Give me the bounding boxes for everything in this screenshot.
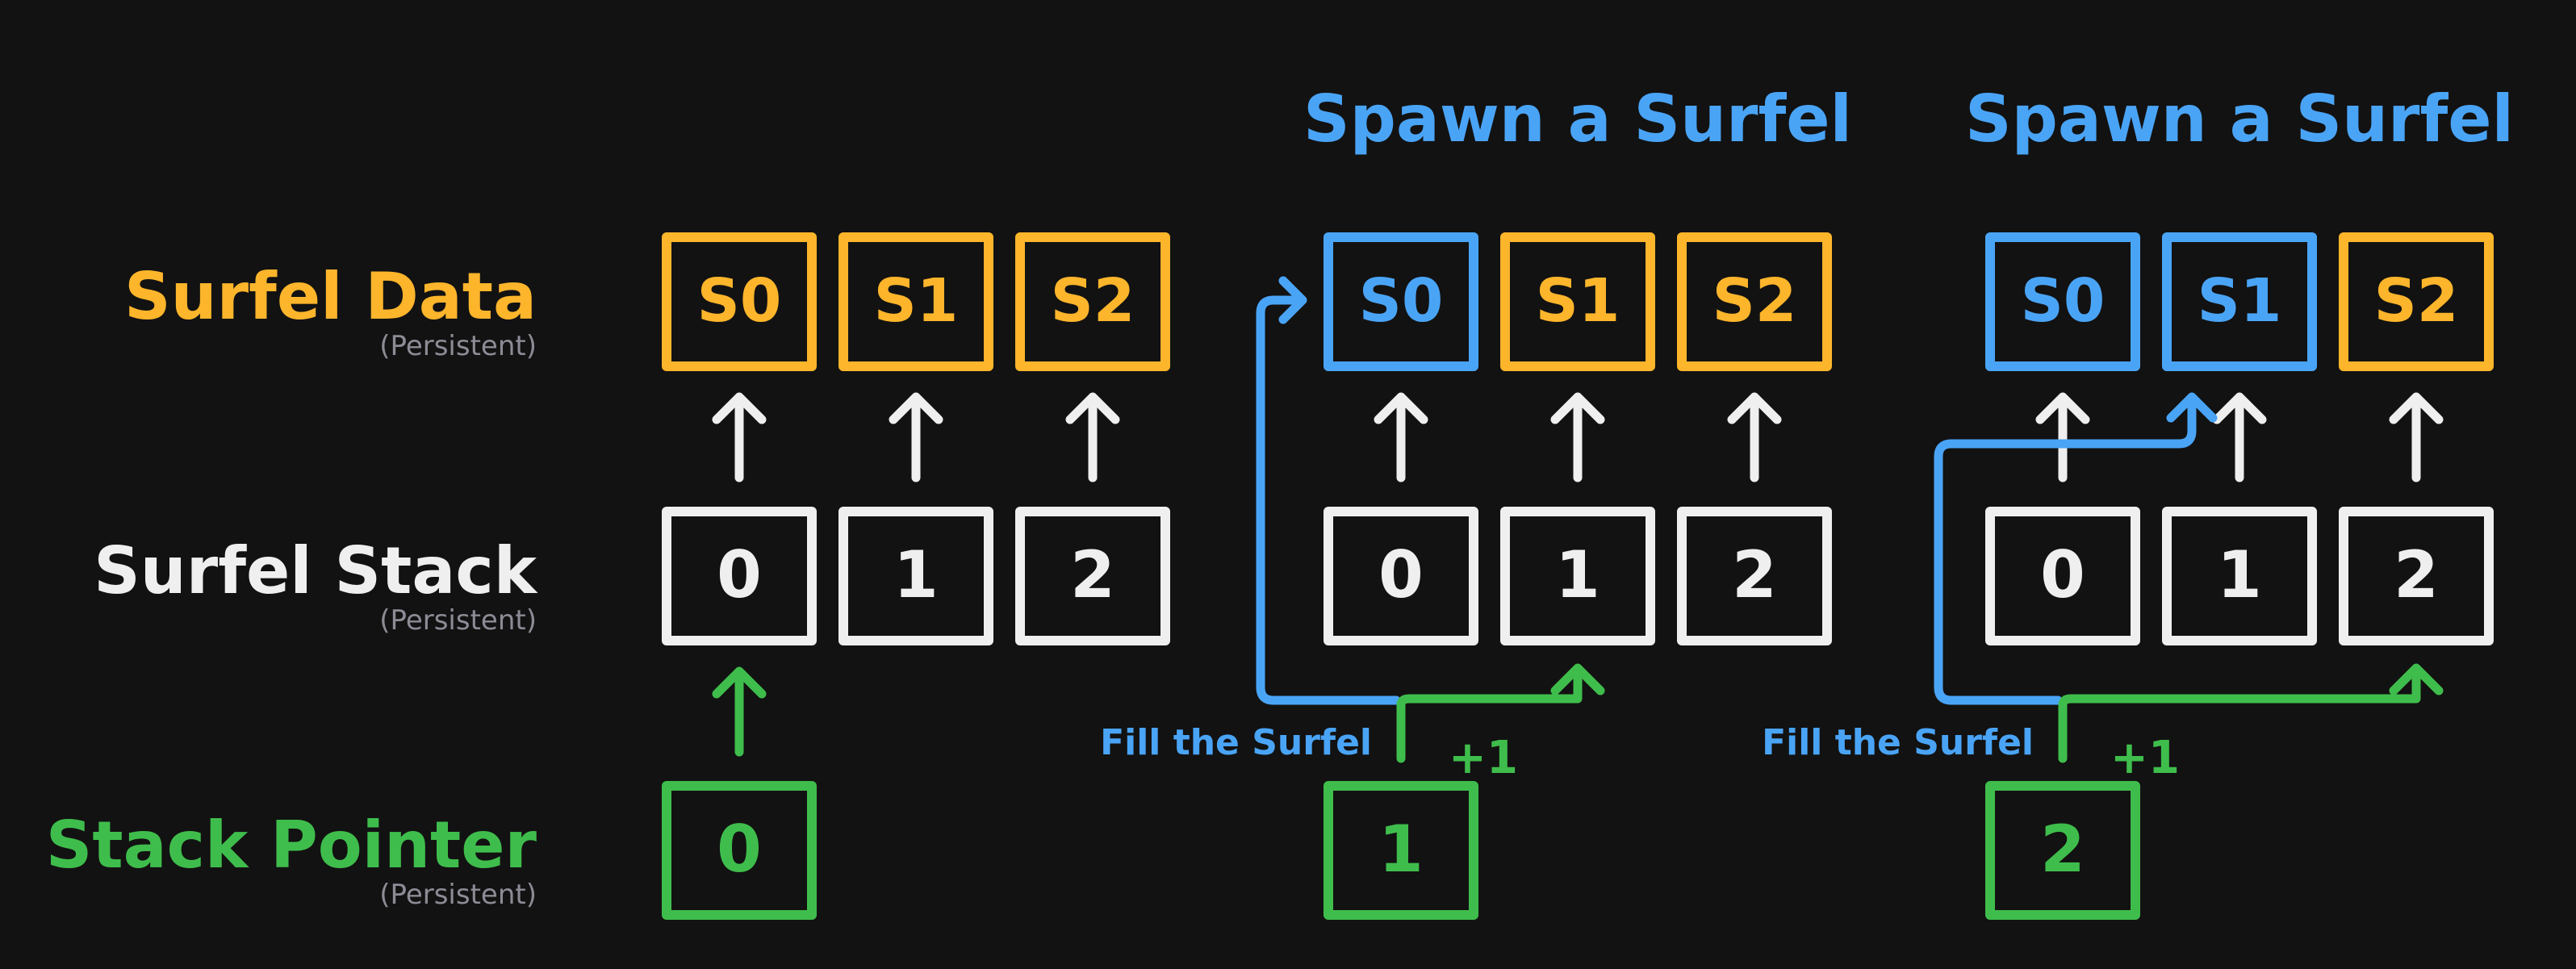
data-cell-label: S0 (1359, 266, 1444, 336)
increment-arrow (1396, 663, 1605, 763)
data-cell-label: S2 (1051, 266, 1135, 336)
panel-spawn-1: Spawn a Surfel S0 S1 S2 0 1 2 Fill the S… (1100, 81, 1852, 920)
stack-cell (838, 507, 993, 645)
increment-label: +1 (2110, 732, 2180, 784)
stack-cell (1985, 507, 2140, 645)
surfel-data-note: (Persistent) (379, 330, 537, 362)
fill-surfel-label: Fill the Surfel (1762, 722, 2034, 763)
stack-cell (2339, 507, 2494, 645)
stack-cell-label: 0 (1378, 537, 1424, 612)
stack-cell (662, 507, 817, 645)
increment-arrow (2058, 663, 2444, 763)
data-cell (1324, 232, 1478, 371)
data-cell (1015, 232, 1170, 371)
pointer-cell (662, 781, 817, 920)
data-cell (2339, 232, 2494, 371)
pointer-value: 2 (2040, 812, 2085, 887)
stack-pointer-note: (Persistent) (379, 879, 537, 911)
stack-to-data-arrows (712, 392, 1120, 482)
stack-cell-label: 1 (893, 537, 939, 612)
surfel-stack-label: Surfel Stack (94, 533, 538, 608)
stack-to-data-arrows (1374, 392, 1782, 482)
fill-surfel-arrow (1256, 276, 1401, 705)
data-cell-label: S1 (2198, 266, 2282, 336)
panel-heading: Spawn a Surfel (1303, 81, 1852, 157)
pointer-value: 1 (1378, 812, 1424, 887)
panel-initial: S0 S1 S2 0 1 2 0 (662, 232, 1170, 920)
data-cell-label: S0 (2021, 266, 2106, 336)
pointer-arrow (712, 666, 767, 757)
stack-cell-label: 1 (1555, 537, 1600, 612)
data-cell-label: S2 (2374, 266, 2459, 336)
panel-spawn-2: Spawn a Surfel S0 S1 S2 0 1 2 Fill the S… (1762, 81, 2514, 920)
pointer-cell (1324, 781, 1478, 920)
stack-cell-label: 2 (1070, 537, 1115, 612)
data-cell (838, 232, 993, 371)
stack-cell (1500, 507, 1655, 645)
data-cell-label: S0 (697, 266, 782, 336)
stack-cell-label: 0 (2040, 537, 2085, 612)
pointer-value: 0 (717, 812, 762, 887)
data-cell (2162, 232, 2317, 371)
surfel-stack-note: (Persistent) (379, 604, 537, 637)
fill-surfel-label: Fill the Surfel (1100, 722, 1372, 763)
panel-heading: Spawn a Surfel (1965, 81, 2514, 157)
data-cell-label: S2 (1712, 266, 1797, 336)
data-cell (1500, 232, 1655, 371)
stack-cell (2162, 507, 2317, 645)
row-labels: Surfel Data (Persistent) Surfel Stack (P… (46, 259, 538, 911)
stack-cell-label: 2 (2394, 537, 2439, 612)
data-cell (1677, 232, 1832, 371)
data-cell (662, 232, 817, 371)
pointer-cell (1985, 781, 2140, 920)
data-cell-label: S1 (874, 266, 959, 336)
stack-cell-label: 2 (1732, 537, 1777, 612)
stack-to-data-arrows (2035, 392, 2444, 482)
stack-cell (1324, 507, 1478, 645)
surfel-data-label: Surfel Data (124, 259, 537, 334)
stack-cell-label: 0 (717, 537, 762, 612)
fill-surfel-arrow (1934, 392, 2218, 705)
stack-cell (1677, 507, 1832, 645)
stack-pointer-label: Stack Pointer (46, 808, 537, 883)
increment-label: +1 (1449, 732, 1518, 784)
stack-cell (1015, 507, 1170, 645)
data-cell-label: S1 (1536, 266, 1620, 336)
stack-cell-label: 1 (2217, 537, 2262, 612)
data-cell (1985, 232, 2140, 371)
